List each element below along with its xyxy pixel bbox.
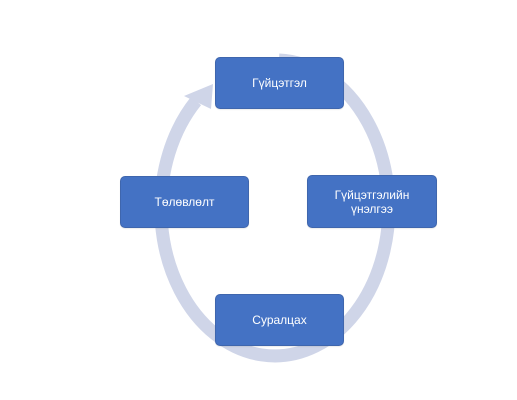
node-performance: Гүйцэтгэл (215, 57, 344, 109)
node-learning: Суралцах (215, 294, 344, 346)
cycle-arrowhead-icon (184, 84, 213, 109)
node-performance-label: Гүйцэтгэл (252, 76, 307, 90)
node-performance-evaluation: Гүйцэтгэлийн үнэлгээ (307, 175, 437, 228)
node-performance-evaluation-label: Гүйцэтгэлийн үнэлгээ (334, 187, 410, 216)
node-planning-label: Төлөвлөлт (154, 195, 215, 209)
node-planning: Төлөвлөлт (120, 176, 249, 228)
node-learning-label: Суралцах (252, 313, 307, 327)
